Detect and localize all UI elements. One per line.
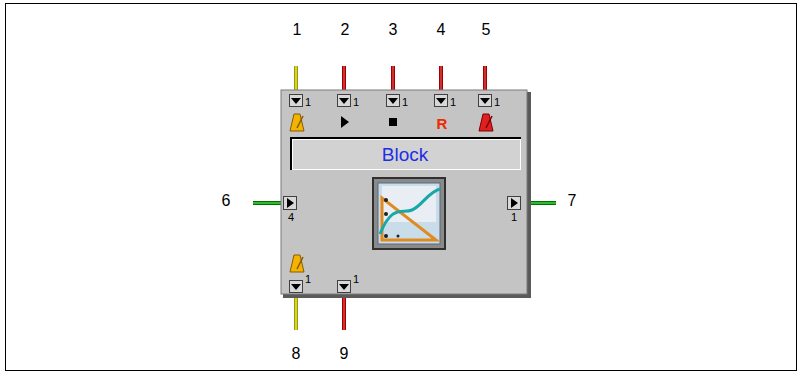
terminal-arrow: [339, 98, 349, 104]
terminal-count: 1: [511, 212, 517, 223]
block-title: Block: [382, 145, 428, 164]
terminal-arrow: [388, 98, 398, 104]
terminal-box: [479, 95, 492, 107]
frame: [6, 4, 797, 371]
callout-number: 2: [341, 22, 350, 38]
data-wire: [253, 201, 284, 205]
start-symbol: [341, 116, 349, 128]
trigger-symbol: [290, 114, 304, 131]
terminal-count: 1: [450, 97, 456, 108]
terminals: [284, 95, 521, 293]
callout-number: 7: [568, 193, 577, 209]
terminal-arrow: [511, 198, 518, 208]
trigger-symbol: [479, 114, 493, 131]
stop-symbol: [389, 118, 397, 126]
callout-number: 4: [437, 22, 446, 38]
terminal-arrow: [436, 98, 446, 104]
trigger-symbol: [486, 116, 492, 128]
wires: [253, 66, 556, 330]
terminal-arrow: [480, 98, 490, 104]
terminal-arrow: [339, 284, 349, 290]
data-wire: [253, 202, 284, 204]
terminal-count: 1: [402, 97, 408, 108]
title-bar: [293, 140, 520, 169]
icon-curve: [380, 189, 440, 234]
icon-frame: [374, 179, 444, 248]
terminal-box: [508, 197, 521, 210]
callout-number: 8: [292, 346, 301, 362]
terminal-box: [387, 95, 400, 107]
title-bar-edge: [290, 137, 521, 170]
terminal-box: [290, 95, 303, 107]
icon-frame: [372, 177, 446, 250]
callout-number: 9: [340, 346, 349, 362]
terminal-count: 1: [305, 97, 311, 108]
block-icon: [372, 177, 446, 250]
terminal-count: 4: [288, 212, 294, 223]
terminal-box: [290, 281, 303, 293]
terminal-box: [338, 95, 351, 107]
icon-dot: [397, 235, 400, 238]
callout-number: 1: [293, 22, 302, 38]
callout-number: 6: [222, 193, 231, 209]
block-body: [281, 90, 527, 294]
icon-dot: [384, 234, 388, 238]
terminal-arrow: [287, 198, 294, 208]
callout-number: 3: [389, 22, 398, 38]
trigger-symbol: [297, 116, 303, 128]
terminal-box: [284, 197, 297, 210]
trigger-symbol: [290, 255, 304, 272]
icon-panel: [378, 183, 440, 244]
icon-dot: [384, 198, 388, 202]
terminal-arrow: [291, 98, 301, 104]
function-block: Block: [281, 90, 527, 294]
terminal-arrow: [291, 284, 301, 290]
terminal-count: 1: [305, 274, 311, 285]
terminal-symbols: [290, 114, 493, 272]
title-bar-edge: [292, 139, 521, 170]
terminal-count: 1: [353, 97, 359, 108]
terminal-count: 1: [494, 97, 500, 108]
trigger-symbol: [297, 257, 303, 269]
reset-symbol: R: [437, 116, 448, 131]
terminal-box: [435, 95, 448, 107]
terminal-count: 1: [353, 274, 359, 285]
terminal-box: [338, 281, 351, 293]
icon-ruler: [382, 198, 436, 240]
icon-dot: [384, 212, 388, 216]
callout-number: 5: [482, 22, 491, 38]
